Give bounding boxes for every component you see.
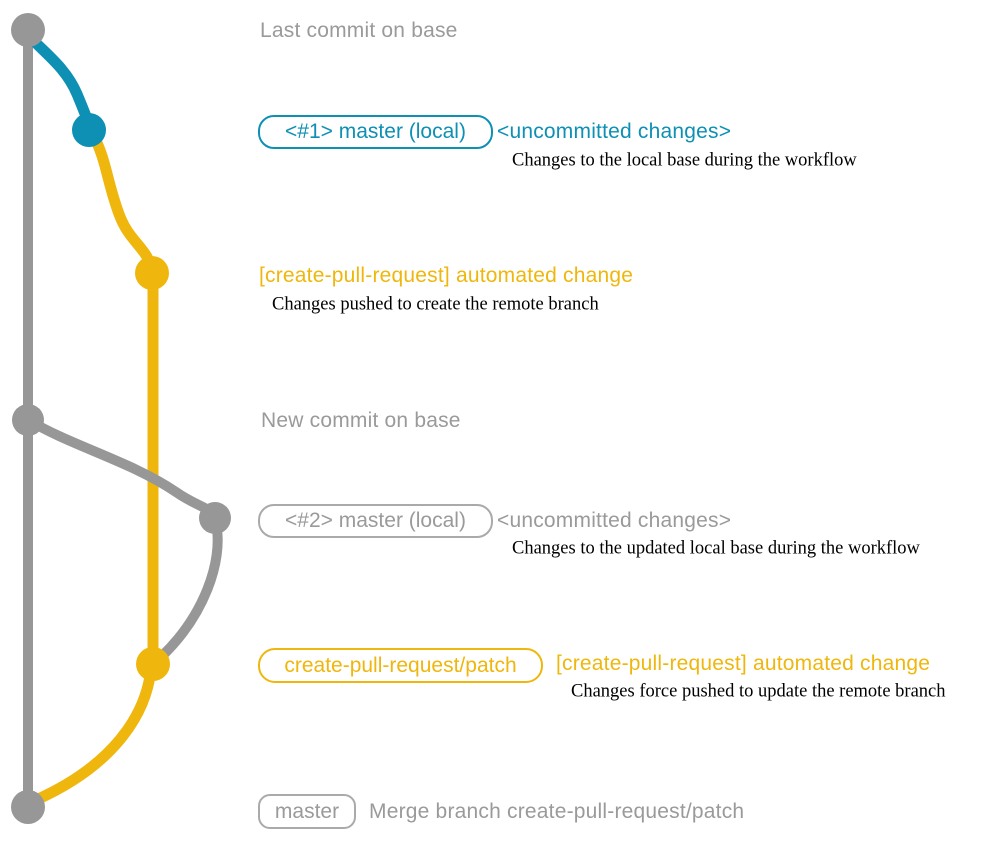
rebase-curve-in [156,518,223,662]
patch-branch-curve-top [87,129,158,276]
commit-node-new-base [12,404,44,436]
commit-node-automated-1 [135,256,169,290]
uncommitted-changes-label-2: <uncommitted changes> [497,509,732,532]
merge-curve [30,663,157,806]
uncommitted-branch-curve-1 [23,30,96,133]
commit-node-uncommitted-1 [72,113,106,147]
commit-node-uncommitted-2 [199,502,231,534]
commit-description-4: Changes force pushed to update the remot… [571,681,946,702]
uncommitted-changes-label-1: <uncommitted changes> [497,120,732,143]
rebase-curve-out [25,416,219,521]
branch-badge-patch: create-pull-request/patch [258,648,543,683]
merge-commit-label: Merge branch create-pull-request/patch [369,800,745,823]
commit-description-2: Changes pushed to create the remote bran… [272,294,599,315]
commit-description-3: Changes to the updated local base during… [512,538,920,559]
commit-node-merge [11,790,45,824]
automated-change-label-2: [create-pull-request] automated change [556,652,931,675]
automated-change-label-1: [create-pull-request] automated change [259,264,634,287]
branch-badge-master-local-2: <#2> master (local) [258,504,493,538]
new-commit-label: New commit on base [261,409,461,432]
branch-badge-master-local-1: <#1> master (local) [258,115,493,149]
commit-description-1: Changes to the local base during the wor… [512,150,857,171]
last-commit-label: Last commit on base [260,19,458,42]
branch-badge-master: master [258,794,356,829]
commit-node-last-base [11,13,45,47]
commit-node-automated-2 [136,647,170,681]
